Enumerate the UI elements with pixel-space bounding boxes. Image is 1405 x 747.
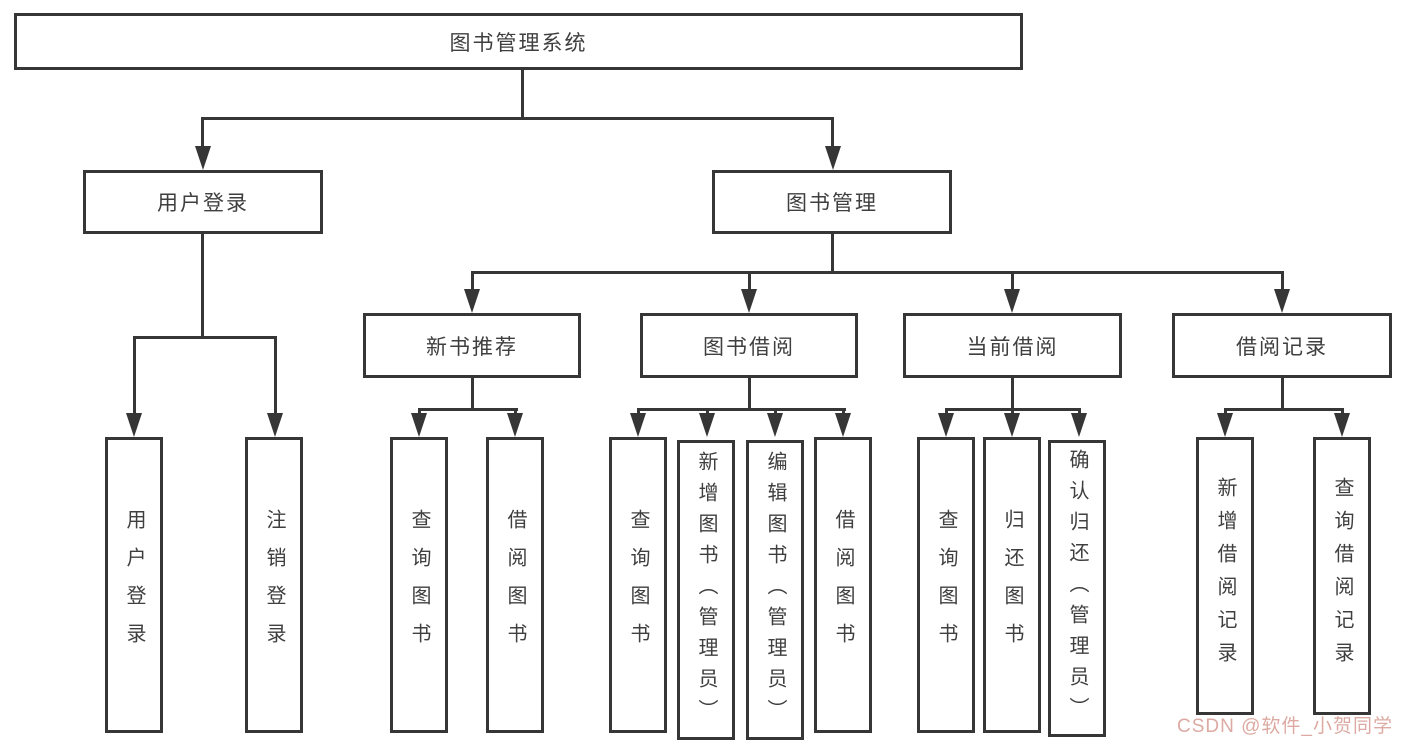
connector-line <box>1224 408 1344 411</box>
connector-line <box>201 232 204 338</box>
node-borrow-books-recommend: 借阅图书 <box>486 437 544 733</box>
arrowhead-down-icon <box>464 289 480 313</box>
node-label: 图书借阅 <box>703 335 795 359</box>
node-label: 注销登录 <box>263 509 285 661</box>
node-query-books-recommend: 查询图书 <box>390 437 448 733</box>
connector-line <box>1281 271 1284 293</box>
node-edit-book-admin: 编辑图书（管理员） <box>746 440 804 740</box>
connector-line <box>831 117 834 148</box>
node-current-borrowing: 当前借阅 <box>903 313 1122 378</box>
node-query-books-borrowing: 查询图书 <box>609 437 667 733</box>
node-query-books-current: 查询图书 <box>917 437 975 733</box>
connector-line <box>471 376 474 410</box>
node-label: 归还图书 <box>1001 509 1023 661</box>
node-label: 当前借阅 <box>966 335 1059 359</box>
arrowhead-down-icon <box>699 413 715 437</box>
node-return-books: 归还图书 <box>983 437 1041 733</box>
arrowhead-down-icon <box>1217 413 1233 437</box>
node-borrowing-records: 借阅记录 <box>1172 313 1392 378</box>
node-add-borrow-record: 新增借阅记录 <box>1196 437 1254 715</box>
node-label: 图书管理 <box>786 192 878 215</box>
node-book-management: 图书管理 <box>712 170 952 234</box>
arrowhead-down-icon <box>507 413 523 437</box>
connector-line <box>274 336 277 415</box>
node-label: 查询图书 <box>627 509 649 661</box>
node-label: 用户登录 <box>123 509 145 661</box>
connector-line <box>201 117 204 148</box>
connector-line <box>748 271 751 293</box>
node-query-borrow-record: 查询借阅记录 <box>1313 437 1371 715</box>
connector-line <box>201 117 834 120</box>
node-label: 借阅图书 <box>504 509 526 661</box>
connector-line <box>521 68 524 119</box>
connector-line <box>637 408 846 411</box>
connector-line <box>831 232 834 273</box>
arrowhead-down-icon <box>741 289 757 313</box>
arrowhead-down-icon <box>630 413 646 437</box>
node-label: 借阅记录 <box>1236 335 1328 359</box>
arrowhead-down-icon <box>126 413 142 437</box>
node-borrow-books-borrowing: 借阅图书 <box>814 437 872 733</box>
connector-line <box>133 336 277 339</box>
node-book-borrowing: 图书借阅 <box>640 313 858 378</box>
node-label: 新书推荐 <box>426 335 518 359</box>
node-logout: 注销登录 <box>245 437 303 733</box>
arrowhead-down-icon <box>195 146 211 170</box>
arrowhead-down-icon <box>1071 413 1087 437</box>
connector-line <box>1011 376 1014 410</box>
node-label: 查询图书 <box>408 509 430 661</box>
arrowhead-down-icon <box>1274 289 1290 313</box>
connector-line <box>471 271 474 293</box>
node-label: 编辑图书（管理员） <box>764 450 786 730</box>
arrowhead-down-icon <box>1004 413 1020 437</box>
node-label: 新增借阅记录 <box>1214 477 1236 675</box>
watermark: CSDN @软件_小贺同学 <box>1177 716 1393 737</box>
node-label: 查询图书 <box>935 509 957 661</box>
arrowhead-down-icon <box>1334 413 1350 437</box>
connector-line <box>748 376 751 410</box>
arrowhead-down-icon <box>267 413 283 437</box>
node-label: 借阅图书 <box>832 509 854 661</box>
node-label: 确认归还（管理员） <box>1066 449 1088 728</box>
arrowhead-down-icon <box>835 413 851 437</box>
node-label: 查询借阅记录 <box>1331 477 1353 675</box>
connector-line <box>418 408 518 411</box>
node-new-book-recommendation: 新书推荐 <box>363 313 581 378</box>
node-confirm-return-admin: 确认归还（管理员） <box>1048 440 1106 737</box>
node-add-book-admin: 新增图书（管理员） <box>677 440 735 740</box>
node-label: 用户登录 <box>157 192 249 215</box>
node-user-login-action: 用户登录 <box>105 437 163 733</box>
arrowhead-down-icon <box>411 413 427 437</box>
node-library-management-system: 图书管理系统 <box>14 13 1023 70</box>
node-label: 图书管理系统 <box>449 31 588 55</box>
connector-line <box>133 336 136 415</box>
arrowhead-down-icon <box>1004 289 1020 313</box>
connector-line <box>471 271 1284 274</box>
node-label: 新增图书（管理员） <box>695 450 717 730</box>
connector-line <box>1011 271 1014 293</box>
arrowhead-down-icon <box>767 413 783 437</box>
connector-line <box>1281 376 1284 410</box>
arrowhead-down-icon <box>825 146 841 170</box>
node-user-login: 用户登录 <box>83 170 323 234</box>
arrowhead-down-icon <box>938 413 954 437</box>
